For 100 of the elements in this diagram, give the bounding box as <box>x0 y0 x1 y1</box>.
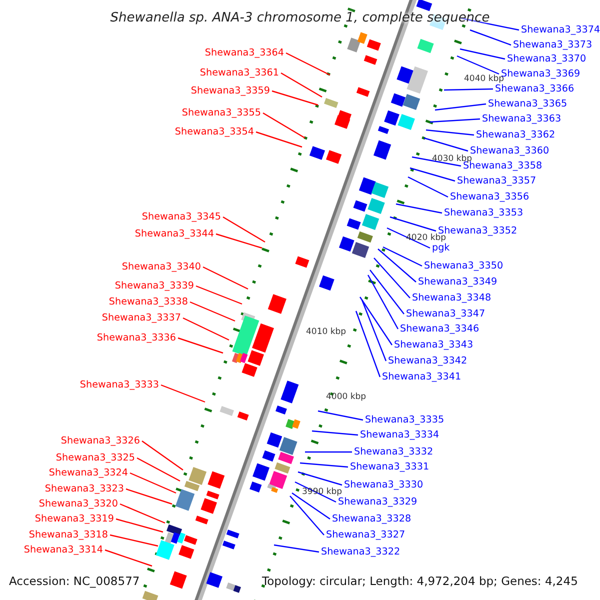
leader-line <box>104 549 152 567</box>
leader-line <box>290 496 324 536</box>
leader-line <box>367 274 399 330</box>
gene-label: Shewana3_3325 <box>56 452 135 464</box>
leader-line <box>412 156 462 167</box>
leader-line <box>274 544 320 553</box>
tick-label: 4020 kbp <box>406 233 446 243</box>
tick-label: 4010 kbp <box>306 327 346 337</box>
gene-label: Shewana3_3344 <box>134 228 214 240</box>
gene-label: Shewana3_3318 <box>28 528 108 542</box>
gene-label: Shewana3_3342 <box>388 354 468 368</box>
gene-label: Shewana3_3323 <box>44 482 124 496</box>
gene-label: Shewana3_3363 <box>482 112 562 126</box>
gene-label: Shewana3_3341 <box>382 370 462 384</box>
gene-label: Shewana3_3356 <box>450 190 530 204</box>
leader-line <box>272 90 318 106</box>
leader-line <box>262 112 306 139</box>
leader-line <box>378 248 416 282</box>
gene-label: Shewana3_3353 <box>444 206 524 220</box>
leader-line <box>116 518 164 533</box>
accession-text: Accession: NC_008577 <box>9 574 140 588</box>
gene-label: Shewana3_3330 <box>344 478 424 492</box>
leader-line <box>444 88 494 91</box>
leader-line <box>390 216 436 232</box>
gene-label: Shewana3_3340 <box>122 260 201 274</box>
leader-line <box>424 137 468 152</box>
gene-label: Shewana3_3328 <box>332 512 412 526</box>
gene-label: Shewana3_3333 <box>80 378 159 392</box>
gene-label: Shewana3_3339 <box>114 280 194 292</box>
leader-line <box>202 266 248 290</box>
gene-label: Shewana3_3343 <box>394 338 474 352</box>
gene-label: Shewana3_3331 <box>350 460 430 474</box>
leader-line <box>216 233 262 249</box>
gene-label: Shewana3_3347 <box>406 308 486 320</box>
leader-line <box>130 472 176 494</box>
leader-line <box>434 103 486 111</box>
gene-label: Shewana3_3355 <box>182 106 261 120</box>
leader-line <box>126 488 172 505</box>
leader-line <box>456 55 500 75</box>
leader-line <box>182 317 230 341</box>
gene-label: Shewana3_3329 <box>338 496 418 508</box>
leader-line <box>136 457 180 482</box>
leader-line <box>370 270 404 314</box>
leader-line <box>318 410 364 421</box>
gene-label: Shewana3_3327 <box>326 528 406 542</box>
leader-line <box>396 203 442 214</box>
gene-label: Shewana3_3360 <box>470 144 550 158</box>
leader-line <box>430 118 480 123</box>
gene-label: Shewana3_3362 <box>476 128 556 142</box>
leader-line <box>382 246 422 267</box>
gene-label: Shewana3_3364 <box>204 46 284 60</box>
gene-label: Shewana3_3335 <box>365 414 444 426</box>
gene-label: Shewana3_3326 <box>60 434 140 448</box>
gene-label: Shewana3_3338 <box>108 296 188 308</box>
gene-label: Shewana3_3354 <box>174 126 254 138</box>
leader-line <box>120 503 166 524</box>
leader-line <box>280 72 322 98</box>
leader-line <box>410 167 456 182</box>
gene-label: Shewana3_3361 <box>200 66 279 80</box>
leader-line <box>374 258 410 298</box>
leader-line <box>256 131 302 148</box>
leader-line <box>178 337 224 354</box>
gene-label: Shewana3_3373 <box>513 38 592 52</box>
leader-line <box>190 301 236 322</box>
gene-label: Shewana3_3348 <box>412 292 492 304</box>
leader-line <box>222 216 266 243</box>
leader-line <box>460 48 506 60</box>
topology-text: Topology: circular; Length: 4,972,204 bp; Genes: 4,245 <box>262 574 578 588</box>
gene-label: Shewana3_3346 <box>400 322 480 336</box>
gene-label: Shewana3_3336 <box>96 332 176 344</box>
leader-line <box>142 440 184 470</box>
gene-label: Shewana3_3314 <box>24 544 103 556</box>
gene-label: Shewana3_3324 <box>48 466 128 480</box>
leader-line <box>286 52 330 76</box>
leader-line <box>355 310 381 378</box>
gene-label: Shewana3_3337 <box>102 312 181 324</box>
gene-label: Shewana3_3349 <box>418 276 498 288</box>
leader-line <box>292 492 330 520</box>
gene-label: Shewana3_3357 <box>457 174 536 188</box>
leader-line <box>426 129 474 136</box>
gene-label: Shewana3_3320 <box>38 498 118 510</box>
leader-line <box>360 296 392 346</box>
gene-label: Shewana3_3359 <box>190 84 270 98</box>
leader-line <box>300 462 348 468</box>
gene-label: Shewana3_3366 <box>495 82 574 96</box>
tick-label: 4000 kbp <box>326 392 366 402</box>
gene-label: Shewana3_3374 <box>521 24 600 36</box>
gene-label: Shewana3_3322 <box>321 546 400 558</box>
leader-line <box>361 300 387 362</box>
leader-line <box>312 430 358 436</box>
leader-line <box>386 227 430 249</box>
leader-line <box>160 384 206 403</box>
leader-line <box>305 451 352 453</box>
leader-line <box>196 285 242 305</box>
gene-label: pgk <box>432 242 450 254</box>
gene-label: Shewana3_3319 <box>34 512 114 526</box>
gene-label: Shewana3_3370 <box>507 52 586 66</box>
gene-label: Shewana3_3334 <box>360 428 440 442</box>
gene-label: Shewana3_3332 <box>354 446 434 458</box>
gene-label: Shewana3_3350 <box>424 260 504 272</box>
